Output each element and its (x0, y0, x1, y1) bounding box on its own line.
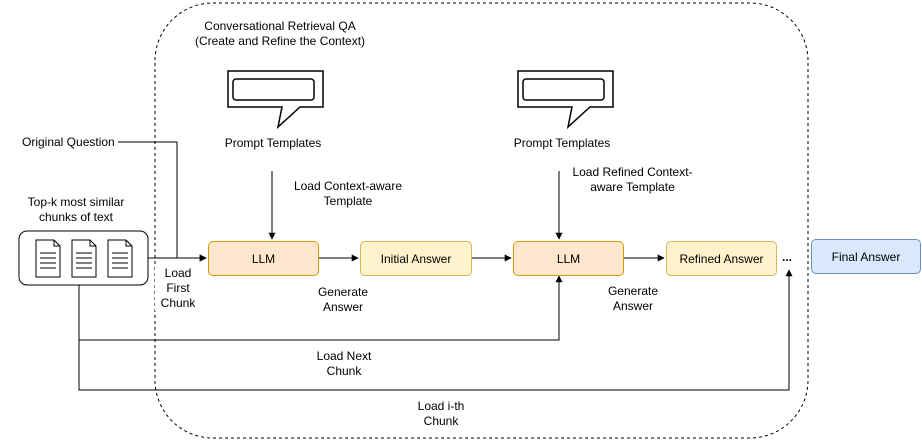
load-refined-line1: Load Refined Context- (572, 165, 693, 179)
load-ith-line1: Load i-th (417, 399, 465, 413)
chunks-label-line2: chunks of text (38, 210, 114, 224)
load-context-line1: Load Context-aware (293, 179, 403, 193)
ith-chunk-connector (78, 269, 793, 391)
load-ith-chunk-label: Load i-th Chunk (401, 399, 481, 429)
load-next-line1: Load Next (316, 349, 372, 363)
prompt-templates-label-1: Prompt Templates (224, 136, 322, 150)
load-ith-line2: Chunk (423, 414, 459, 428)
load-next-line2: Chunk (326, 364, 362, 378)
next-chunk-connector (78, 275, 563, 341)
load-first-line2: First (166, 281, 190, 295)
load-refined-template-label: Load Refined Context- aware Template (565, 165, 700, 195)
continuation-ellipsis: ... (782, 250, 793, 264)
load-refined-line2: aware Template (590, 180, 675, 194)
document-icon-2 (71, 239, 97, 278)
document-chunks-icon (18, 230, 149, 286)
generate1-line1: Generate (317, 285, 369, 299)
load-context-line2: Template (323, 194, 373, 208)
chunks-label: Top-k most similar chunks of text (10, 195, 142, 225)
load-context-template-label: Load Context-aware Template (283, 179, 413, 209)
load-first-chunk-label: Load First Chunk (155, 266, 201, 311)
document-icon-1 (35, 239, 61, 278)
prompt-template-icon-2 (517, 70, 614, 130)
initial-answer-node: Initial Answer (360, 241, 472, 276)
prompt-template-icon-1 (227, 70, 324, 130)
container-title-line1: Conversational Retrieval QA (204, 19, 356, 33)
generate-answer-label-1: Generate Answer (308, 285, 378, 315)
document-icon-3 (107, 239, 133, 278)
original-question-label: Original Question (22, 135, 115, 149)
load-first-line3: Chunk (160, 296, 196, 310)
final-answer-node: Final Answer (811, 239, 921, 274)
generate2-line1: Generate (607, 284, 659, 298)
generate-answer-label-2: Generate Answer (598, 284, 668, 314)
llm-node-1: LLM (208, 241, 319, 276)
load-next-chunk-label: Load Next Chunk (304, 349, 384, 379)
prompt-templates-label-2: Prompt Templates (513, 136, 611, 150)
chunks-label-line1: Top-k most similar (27, 195, 125, 209)
load-first-line1: Load (164, 266, 192, 280)
container-title-line2: (Create and Refine the Context) (194, 34, 366, 48)
llm-node-2: LLM (513, 241, 624, 276)
qa-container-border (154, 2, 809, 439)
container-title: Conversational Retrieval QA (Create and … (180, 19, 380, 49)
generate1-line2: Answer (322, 300, 363, 314)
refined-answer-node: Refined Answer (666, 241, 777, 276)
generate2-line2: Answer (612, 299, 653, 313)
